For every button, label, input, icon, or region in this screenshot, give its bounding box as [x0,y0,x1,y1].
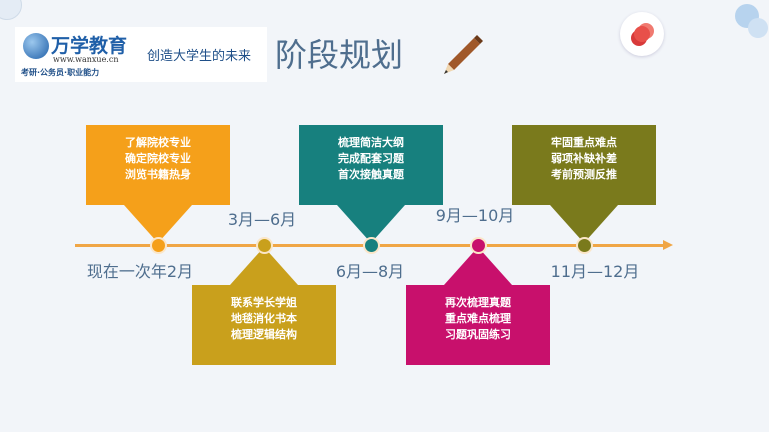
stage-task: 牢固重点难点 [551,136,617,149]
flower-icon [634,26,650,42]
stage-task: 习题巩固练习 [445,328,511,341]
stage-box: 梳理简洁大纲完成配套习题首次接触真题 [299,125,443,243]
stage-date: 11月—12月 [550,262,640,281]
stage-date: 9月—10月 [435,206,515,225]
logo-url: www.wanxue.cn [53,55,119,64]
stage-task: 弱项补缺补差 [551,152,617,165]
logo-tagline: 考研·公务员·职业能力 [21,68,100,77]
pencil-icon [444,35,483,74]
stage-task: 再次梳理真题 [445,296,511,309]
stage-date: 3月—6月 [227,210,297,229]
decorative-bubble [748,18,768,38]
stage-box: 联系学长学姐地毯消化书本梳理逻辑结构 [192,247,336,365]
decorative-bubble [0,0,22,20]
stage-task: 梳理逻辑结构 [231,328,297,341]
timeline-dot [470,237,487,254]
stage-box: 了解院校专业确定院校专业浏览书籍热身 [86,125,230,243]
pointer [124,205,192,243]
arrow-head-icon [663,240,673,250]
stage-task: 首次接触真题 [338,168,404,181]
timeline-dot [256,237,273,254]
stage-task: 考前预测反推 [551,168,617,181]
stage-date: 6月—8月 [335,262,405,281]
stage-date: 现在一次年2月 [86,262,194,281]
logo-name: 万学教育 [51,35,128,57]
pointer [550,205,618,243]
timeline-dot [576,237,593,254]
stage-task: 确定院校专业 [125,152,191,165]
slogan: 创造大学生的未来 [147,49,252,64]
stage-box: 再次梳理真题重点难点梳理习题巩固练习 [406,247,550,365]
timeline-dot [150,237,167,254]
logo: 万学教育 www.wanxue.cn 考研·公务员·职业能力 创造大学生的未来 [15,27,267,82]
pointer [337,205,405,243]
page-title: 阶段规划 [275,36,404,74]
stage-box: 牢固重点难点弱项补缺补差考前预测反推 [512,125,656,243]
timeline-dot [363,237,380,254]
stage-task: 了解院校专业 [125,136,191,149]
globe-icon [23,33,49,59]
stage-task: 完成配套习题 [338,152,404,165]
stage-task: 梳理简洁大纲 [338,136,404,149]
stage-task: 联系学长学姐 [231,296,297,309]
stage-task: 浏览书籍热身 [125,168,191,181]
stage-task: 地毯消化书本 [231,312,297,325]
stage-task: 重点难点梳理 [445,312,511,325]
